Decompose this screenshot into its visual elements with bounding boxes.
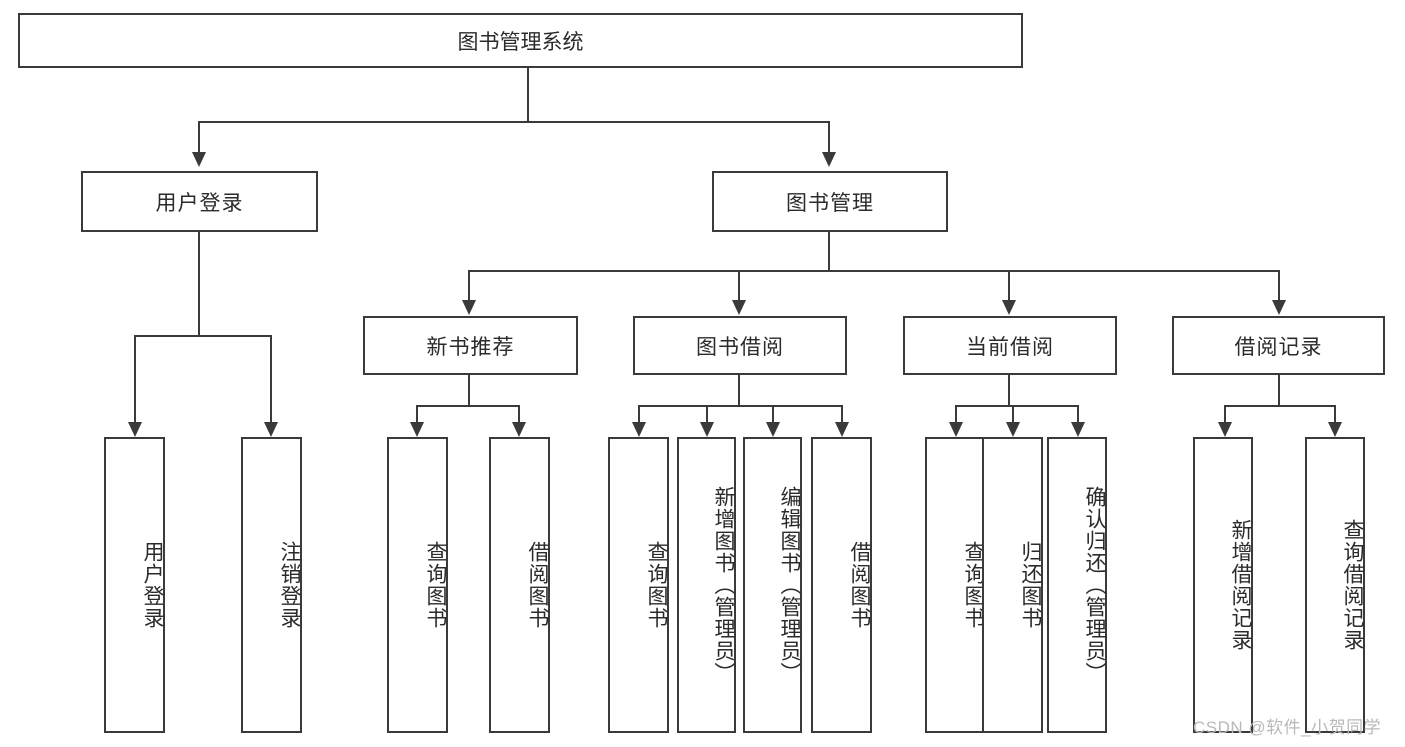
- node-label: 查询图书: [962, 541, 985, 629]
- connector-root-to-user-login: [198, 121, 200, 152]
- node-label: 编辑图书（管理员）: [778, 486, 801, 684]
- connector-book-borrow-c2: [706, 405, 708, 423]
- connector-borrow-record-c1: [1224, 405, 1226, 423]
- node-book-management[interactable]: 图书管理: [712, 171, 948, 232]
- leaf-add-borrow-record[interactable]: 新增借阅记录: [1193, 437, 1253, 733]
- arrow-to-new-book: [462, 300, 476, 315]
- node-label: 借阅图书: [848, 541, 871, 629]
- arrow-to-leaf-logout: [264, 422, 278, 437]
- arrow-to-leaf-add-record: [1218, 422, 1232, 437]
- connector-borrow-record-stem: [1278, 375, 1280, 407]
- leaf-return-book[interactable]: 归还图书: [982, 437, 1043, 733]
- csdn-watermark: CSDN @软件_小贺同学: [1193, 718, 1382, 737]
- connector-to-current-borrow: [1008, 270, 1010, 300]
- arrow-to-leaf-query-book-2: [632, 422, 646, 437]
- node-root-system[interactable]: 图书管理系统: [18, 13, 1023, 68]
- arrow-to-current-borrow: [1002, 300, 1016, 315]
- connector-book-borrow-stem: [738, 375, 740, 407]
- arrow-to-leaf-edit-book: [766, 422, 780, 437]
- connector-new-book-bus: [416, 405, 520, 407]
- connector-book-borrow-c1: [638, 405, 640, 423]
- connector-user-login-stem: [198, 232, 200, 336]
- connector-new-book-c1: [416, 405, 418, 423]
- connector-current-borrow-c2: [1012, 405, 1014, 423]
- connector-book-manage-stem: [828, 232, 830, 271]
- node-label: 查询图书: [645, 541, 668, 629]
- arrow-to-leaf-borrow-book-2: [835, 422, 849, 437]
- leaf-borrow-book[interactable]: 借阅图书: [811, 437, 872, 733]
- node-label: 确认归还（管理员）: [1083, 486, 1106, 684]
- node-user-login[interactable]: 用户登录: [81, 171, 318, 232]
- arrow-to-leaf-return-book: [1006, 422, 1020, 437]
- arrow-to-leaf-query-book-3: [949, 422, 963, 437]
- node-label: 图书管理系统: [457, 30, 584, 54]
- node-label: 借阅图书: [526, 541, 549, 629]
- connector-to-book-borrow: [738, 270, 740, 300]
- leaf-query-book-recommend[interactable]: 查询图书: [387, 437, 448, 733]
- connector-to-new-book: [468, 270, 470, 300]
- leaf-query-book-borrow[interactable]: 查询图书: [608, 437, 669, 733]
- leaf-user-login[interactable]: 用户登录: [104, 437, 165, 733]
- connector-borrow-record-bus: [1224, 405, 1336, 407]
- node-label: 图书借阅: [696, 335, 784, 359]
- leaf-logout[interactable]: 注销登录: [241, 437, 302, 733]
- arrow-to-leaf-user-login: [128, 422, 142, 437]
- arrow-to-book-borrow: [732, 300, 746, 315]
- node-borrow-record[interactable]: 借阅记录: [1172, 316, 1385, 375]
- node-label: 用户登录: [155, 191, 244, 215]
- node-label: 新增图书（管理员）: [712, 486, 735, 684]
- connector-user-login-left: [134, 335, 136, 423]
- connector-book-borrow-c4: [841, 405, 843, 423]
- node-label: 图书管理: [786, 191, 874, 215]
- connector-borrow-record-c2: [1334, 405, 1336, 423]
- connector-level3-bus: [468, 270, 1278, 272]
- connector-current-borrow-c1: [955, 405, 957, 423]
- leaf-confirm-return-admin[interactable]: 确认归还（管理员）: [1047, 437, 1107, 733]
- leaf-add-book-admin[interactable]: 新增图书（管理员）: [677, 437, 736, 733]
- node-label: 新书推荐: [426, 335, 515, 359]
- connector-current-borrow-stem: [1008, 375, 1010, 407]
- arrow-to-leaf-add-book: [700, 422, 714, 437]
- arrow-to-book-manage: [822, 152, 836, 167]
- node-label: 用户登录: [141, 541, 164, 629]
- arrow-to-user-login: [192, 152, 206, 167]
- arrow-to-leaf-query-book-1: [410, 422, 424, 437]
- arrow-to-leaf-borrow-book-1: [512, 422, 526, 437]
- connector-current-borrow-bus: [955, 405, 1079, 407]
- arrow-to-leaf-confirm-return: [1071, 422, 1085, 437]
- node-label: 新增借阅记录: [1229, 519, 1252, 651]
- arrow-to-borrow-record: [1272, 300, 1286, 315]
- connector-root-stem: [527, 68, 529, 121]
- connector-new-book-c2: [518, 405, 520, 423]
- node-new-book-recommend[interactable]: 新书推荐: [363, 316, 578, 375]
- connector-user-login-bus: [134, 335, 272, 337]
- node-book-borrow[interactable]: 图书借阅: [633, 316, 847, 375]
- node-label: 当前借阅: [966, 335, 1054, 359]
- connector-new-book-stem: [468, 375, 470, 407]
- leaf-query-book-current[interactable]: 查询图书: [925, 437, 986, 733]
- connector-user-login-right: [270, 335, 272, 423]
- node-current-borrow[interactable]: 当前借阅: [903, 316, 1117, 375]
- leaf-edit-book-admin[interactable]: 编辑图书（管理员）: [743, 437, 802, 733]
- connector-root-bus: [198, 121, 830, 123]
- connector-current-borrow-c3: [1077, 405, 1079, 423]
- node-label: 归还图书: [1019, 541, 1042, 629]
- connector-book-borrow-c3: [772, 405, 774, 423]
- leaf-query-borrow-record[interactable]: 查询借阅记录: [1305, 437, 1365, 733]
- node-label: 查询借阅记录: [1341, 519, 1364, 651]
- connector-to-borrow-record: [1278, 270, 1280, 300]
- node-label: 注销登录: [278, 541, 301, 629]
- connector-book-borrow-bus: [638, 405, 843, 407]
- leaf-borrow-book-recommend[interactable]: 借阅图书: [489, 437, 550, 733]
- node-label: 查询图书: [424, 541, 447, 629]
- node-label: 借阅记录: [1234, 335, 1323, 359]
- connector-root-to-book-manage: [828, 121, 830, 152]
- arrow-to-leaf-query-record: [1328, 422, 1342, 437]
